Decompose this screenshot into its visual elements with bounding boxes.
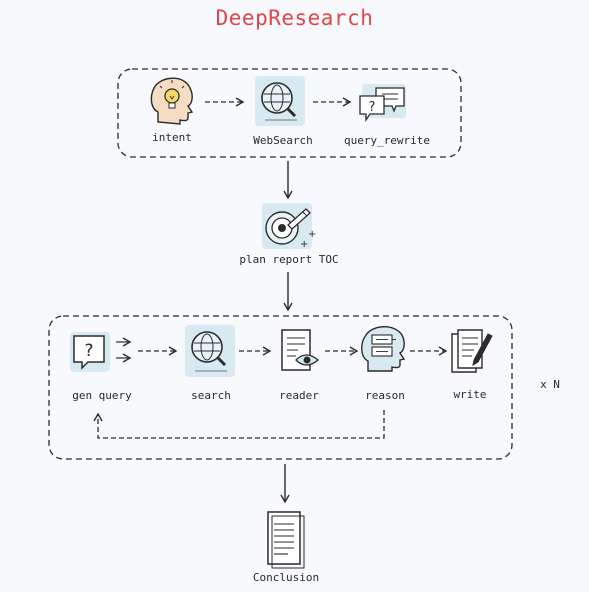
documents-pen-icon: [451, 329, 493, 373]
globe-magnifier-icon: [255, 76, 305, 126]
globe-magnifier-icon: [185, 325, 235, 377]
svg-text:+: +: [300, 239, 308, 250]
node-label-plan: plan report TOC: [239, 253, 339, 266]
arrow-loop-back: [93, 410, 385, 439]
head-reasoning-icon: [361, 326, 406, 372]
svg-text:?: ?: [84, 341, 93, 361]
page-title: DeepResearch: [215, 6, 374, 30]
head-lightbulb-icon: [150, 77, 194, 125]
node-label-websearch: WebSearch: [253, 134, 313, 147]
question-bubble-icon: ?: [70, 332, 132, 372]
node-label-reader: reader: [279, 389, 319, 402]
top-group-box: [117, 68, 462, 158]
document-eye-icon: [281, 329, 320, 371]
svg-text:+: +: [308, 229, 316, 240]
svg-text:?: ?: [369, 100, 376, 115]
node-label-write: write: [453, 388, 487, 401]
node-label-query-rewrite: query_rewrite: [343, 134, 431, 147]
node-label-reason: reason: [365, 389, 405, 402]
node-label-intent: intent: [152, 131, 192, 144]
target-pencil-icon: + +: [262, 203, 316, 250]
repeat-label: x N: [540, 378, 560, 391]
speech-bubbles-icon: ?: [359, 84, 406, 123]
document-icon: [267, 511, 305, 569]
node-label-search: search: [191, 389, 231, 402]
node-label-conclusion: Conclusion: [252, 571, 320, 584]
node-label-gen-query: gen query: [72, 389, 132, 402]
loop-group-box: [48, 315, 513, 460]
